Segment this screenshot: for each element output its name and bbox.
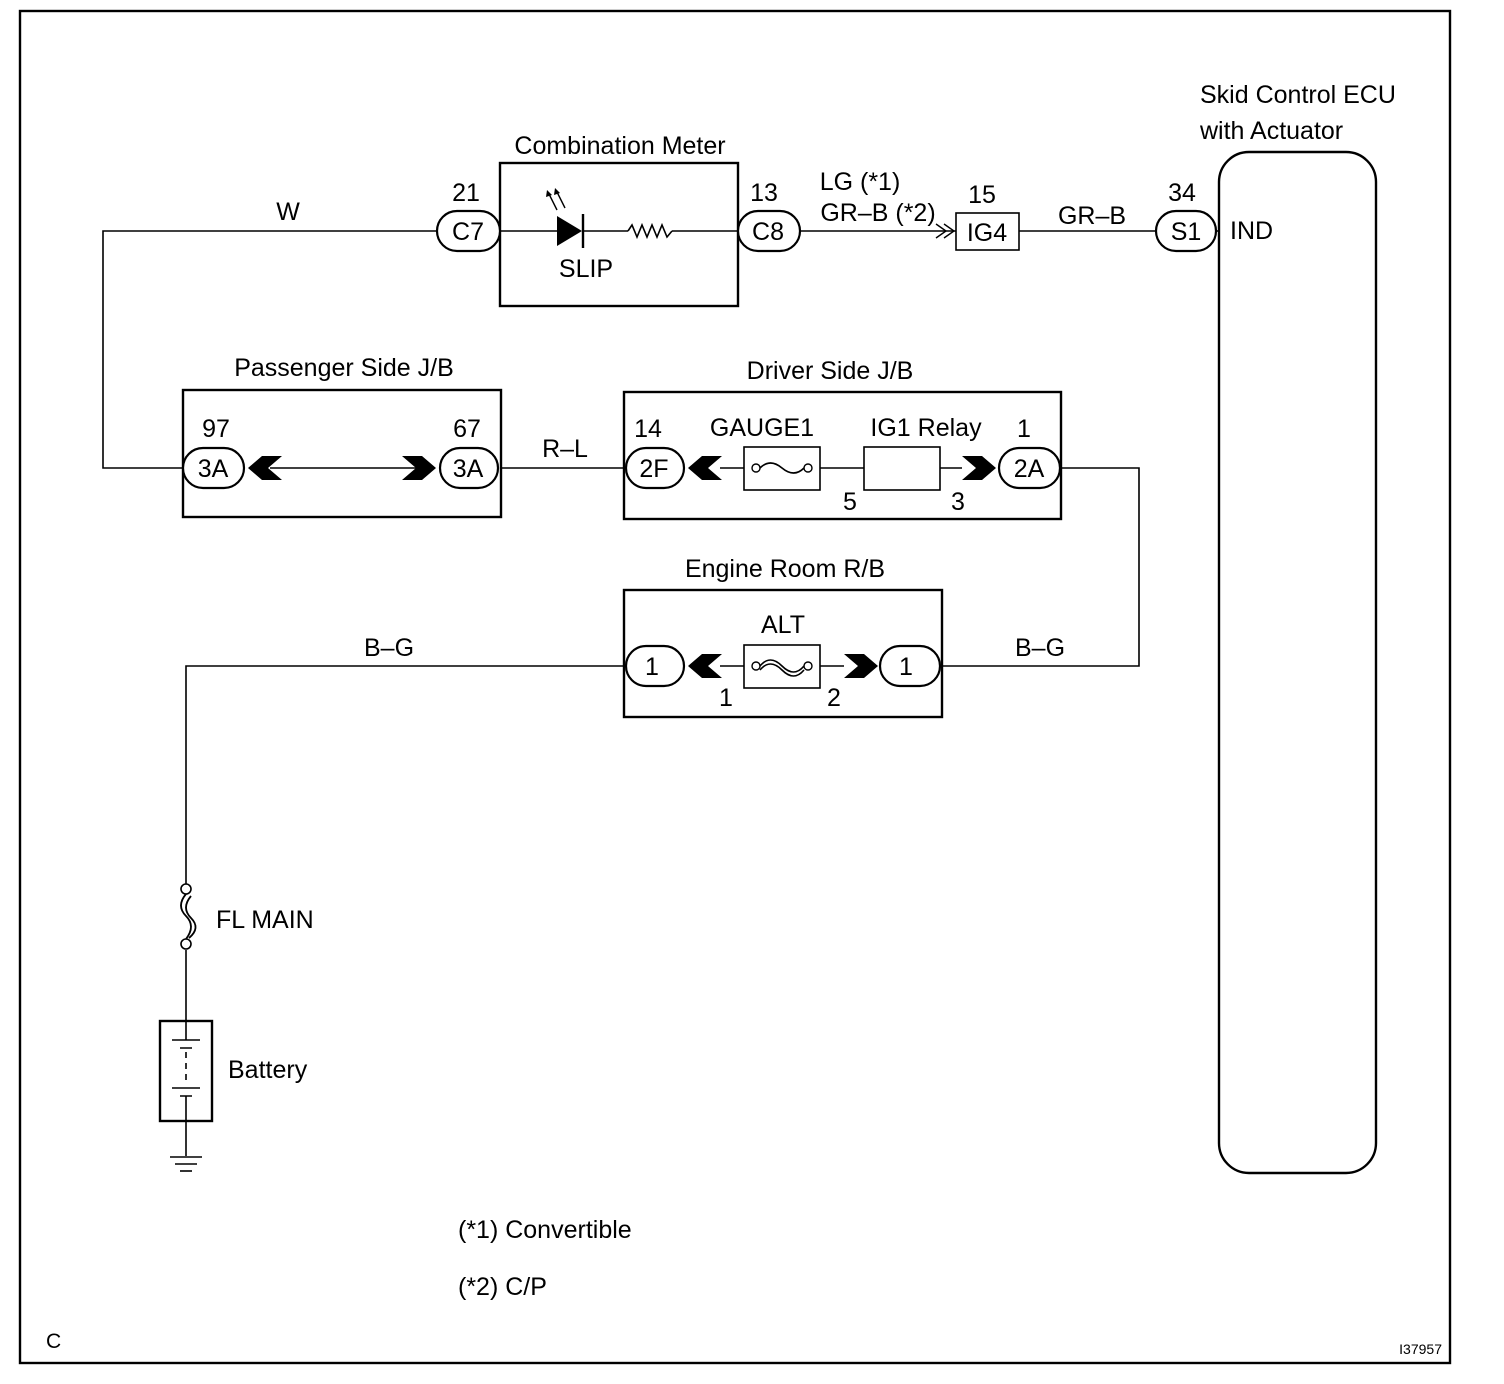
- engine-room-rb-label: Engine Room R/B: [685, 555, 885, 583]
- light-rays-icon: [546, 188, 566, 211]
- svg-text:C7: C7: [452, 218, 484, 246]
- passenger-side-jb-label: Passenger Side J/B: [234, 354, 454, 382]
- driver-side-jb-box: [622, 390, 1063, 521]
- connector-s1: S1 34: [1154, 179, 1218, 253]
- alt-pin-left: 1: [719, 684, 733, 712]
- diagram-frame: [18, 9, 1452, 1365]
- wire-bg-right: [940, 467, 1140, 667]
- fl-main-label: FL MAIN: [216, 906, 314, 934]
- skid-control-ecu-box: [1217, 150, 1378, 1175]
- terminal-right-icon: [402, 456, 436, 480]
- svg-text:IG4: IG4: [967, 219, 1007, 247]
- c7-pin: 21: [452, 179, 480, 207]
- wire-label-grb-alt: GR–B (*2): [820, 199, 935, 227]
- driver-side-jb: Driver Side J/B 2F 14 GAUGE1 IG1 Relay 5…: [622, 357, 1063, 521]
- wire-w: [102, 230, 437, 469]
- dj-right-pin: 1: [1017, 415, 1031, 443]
- terminal-left-icon: [688, 654, 722, 678]
- svg-text:S1: S1: [1171, 218, 1202, 246]
- fl-main-fusible-link: FL MAIN: [180, 883, 314, 950]
- note-convertible: (*1) Convertible: [458, 1216, 632, 1244]
- terminal-left-icon: [248, 456, 282, 480]
- svg-text:3A: 3A: [453, 455, 484, 483]
- slip-led-icon: [557, 216, 582, 246]
- ind-terminal-label: IND: [1230, 217, 1273, 245]
- svg-text:1: 1: [645, 653, 659, 681]
- ig4-pin: 15: [968, 181, 996, 209]
- alt-label: ALT: [761, 611, 805, 639]
- alt-pin-right: 2: [827, 684, 841, 712]
- combination-meter: Combination Meter SLIP: [498, 132, 740, 308]
- combination-meter-box: [498, 161, 740, 308]
- svg-text:1: 1: [899, 653, 913, 681]
- pj-left-pin: 97: [202, 415, 230, 443]
- skid-ecu-label-2: with Actuator: [1199, 117, 1343, 145]
- s1-pin: 34: [1168, 179, 1196, 207]
- engine-room-rb: Engine Room R/B 1 ALT 1 2 1: [622, 555, 944, 719]
- slip-label: SLIP: [559, 255, 613, 283]
- wire-label-grb: GR–B: [1058, 202, 1126, 230]
- battery-label: Battery: [228, 1056, 308, 1084]
- relay-pin-in: 5: [843, 488, 857, 516]
- dj-left-pin: 14: [634, 415, 662, 443]
- battery-cells-icon: [172, 1021, 200, 1121]
- relay-pin-out: 3: [951, 488, 965, 516]
- svg-text:2A: 2A: [1014, 455, 1045, 483]
- terminal-right-icon: [962, 456, 996, 480]
- fusible-link-icon: [180, 893, 192, 940]
- c8-pin: 13: [750, 179, 778, 207]
- ground-icon: [170, 1156, 202, 1172]
- svg-text:3A: 3A: [198, 455, 229, 483]
- wire-label-w: W: [276, 198, 300, 226]
- terminal-left-icon: [688, 456, 722, 480]
- connector-c7: C7 21: [435, 179, 502, 253]
- battery: Battery: [158, 1019, 308, 1123]
- terminal-right-icon: [844, 654, 878, 678]
- note-cp: (*2) C/P: [458, 1273, 547, 1301]
- svg-text:C8: C8: [752, 218, 784, 246]
- connector-c8: C8 13: [736, 179, 802, 253]
- wire-bg-left: [185, 665, 626, 884]
- wire-label-bg-left: B–G: [364, 634, 414, 662]
- figure-id: I37957: [1399, 1341, 1442, 1357]
- pj-right-pin: 67: [453, 415, 481, 443]
- resistor-icon: [627, 222, 673, 240]
- ig1-relay-icon: [863, 446, 941, 491]
- passenger-side-jb: Passenger Side J/B 3A 97 3A 67: [181, 354, 503, 519]
- connector-ig4: IG4 15: [935, 181, 1020, 251]
- driver-side-jb-label: Driver Side J/B: [747, 357, 914, 385]
- wires: [102, 230, 1219, 1156]
- svg-text:2F: 2F: [639, 455, 668, 483]
- gauge1-label: GAUGE1: [710, 414, 814, 442]
- skid-control-ecu: Skid Control ECU with Actuator IND: [1199, 81, 1396, 1175]
- connector-arrow-icon: [935, 223, 956, 239]
- skid-ecu-label-1: Skid Control ECU: [1200, 81, 1396, 109]
- wire-label-lg: LG (*1): [820, 168, 901, 196]
- wire-label-bg-right: B–G: [1015, 634, 1065, 662]
- combination-meter-label: Combination Meter: [514, 132, 725, 160]
- corner-label: C: [46, 1330, 61, 1353]
- wire-label-rl: R–L: [542, 435, 588, 463]
- ig1-relay-label: IG1 Relay: [870, 414, 982, 442]
